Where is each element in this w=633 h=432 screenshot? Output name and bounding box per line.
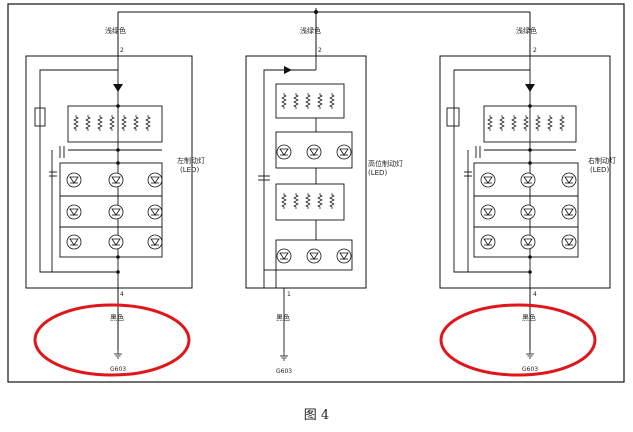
pin-center-top: 2 xyxy=(318,47,322,54)
brake-lamp-wiring-diagram: 浅绿色 浅绿色 浅绿色 2 2 2 xyxy=(7,3,625,383)
center-lamp-sub: (LED) xyxy=(368,169,387,177)
center-lamp-name: 高位制动灯 xyxy=(368,159,403,168)
ground-symbol-right xyxy=(525,349,535,359)
ground-label-right: G603 xyxy=(522,366,538,373)
left-lamp-sub: (LED) xyxy=(180,166,199,174)
diagram-frame xyxy=(7,3,625,383)
wire-color-left-bottom: 黑色 xyxy=(110,313,124,322)
ground-label-left: G603 xyxy=(110,366,126,373)
right-lamp-sub: (LED) xyxy=(590,166,609,174)
pin-right-top: 2 xyxy=(533,47,537,54)
wire-color-right-bottom: 黑色 xyxy=(522,313,536,322)
left-brake-lamp xyxy=(25,55,193,292)
wire-color-right-top: 浅绿色 xyxy=(516,26,537,35)
ground-label-center: G603 xyxy=(276,368,292,375)
highlight-ellipse-left xyxy=(33,303,191,377)
center-brake-lamp xyxy=(245,55,367,352)
supply-bus xyxy=(117,8,531,56)
pin-left-top: 2 xyxy=(120,47,124,54)
ground-symbol-center xyxy=(279,351,289,361)
wire-color-center-bottom: 黑色 xyxy=(276,313,290,322)
wire-color-center-top: 浅绿色 xyxy=(300,26,321,35)
left-lamp-name: 左制动灯 xyxy=(177,156,205,165)
pin-right-bottom: 4 xyxy=(533,291,537,298)
highlight-ellipse-right xyxy=(439,303,597,377)
wire-color-left-top: 浅绿色 xyxy=(105,26,126,35)
ground-symbol-left xyxy=(113,349,123,359)
right-lamp-name: 右制动灯 xyxy=(588,156,616,165)
pin-left-bottom: 4 xyxy=(120,291,124,298)
right-brake-lamp xyxy=(439,55,611,292)
ground-wires xyxy=(117,288,531,350)
figure-caption: 图 4 xyxy=(303,408,330,423)
pin-center-bottom: 1 xyxy=(287,291,291,298)
supply-splice xyxy=(314,10,318,14)
